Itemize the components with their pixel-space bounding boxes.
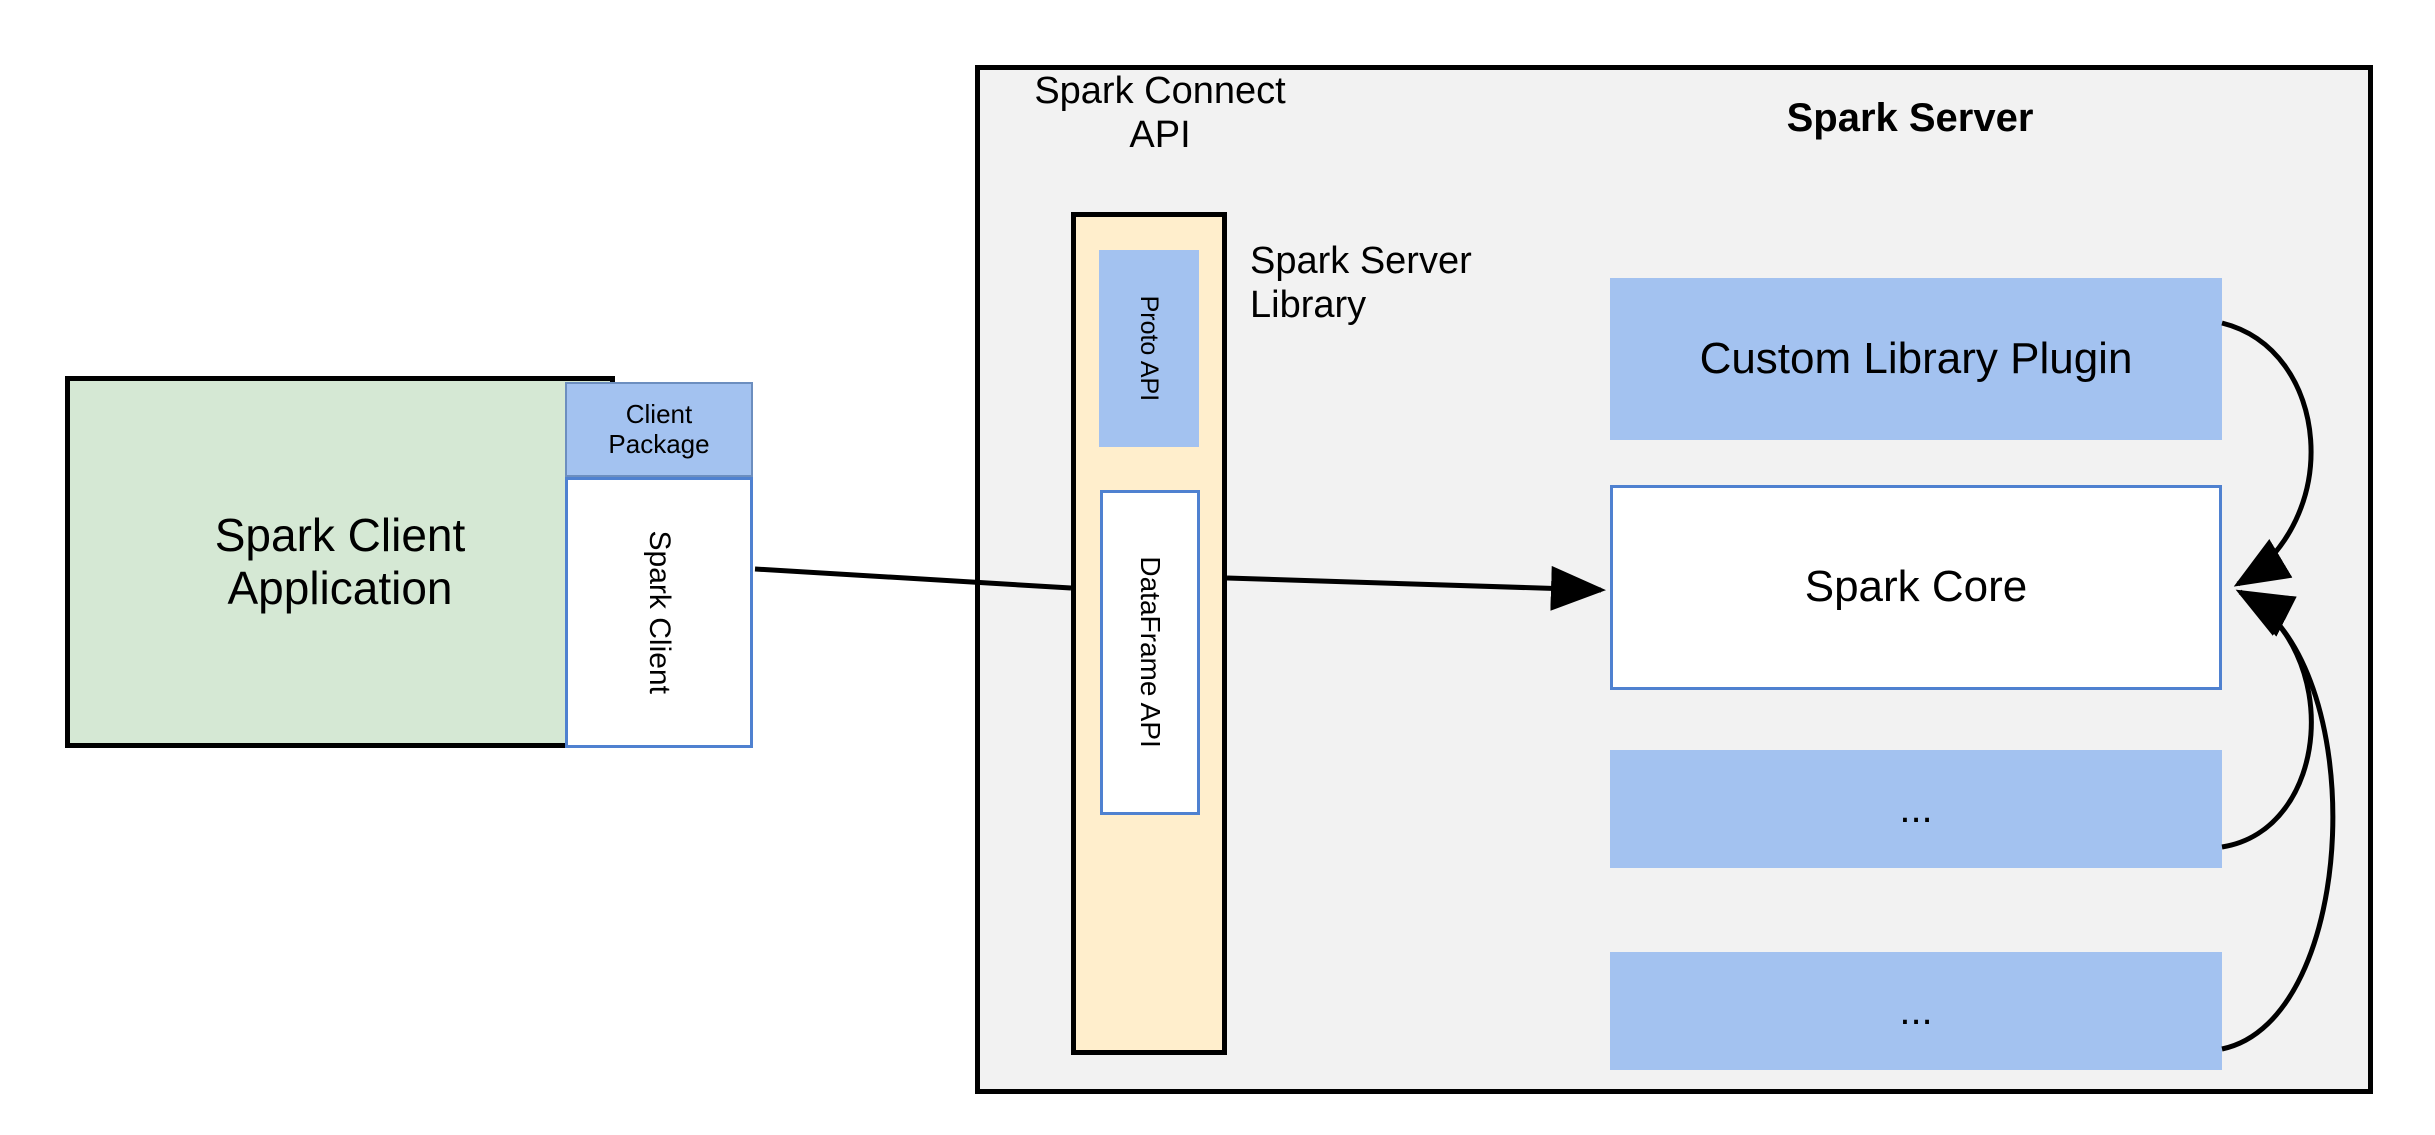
ellipsis-label-1: ... [1899,787,1933,831]
ellipsis-box-1: ... [1610,750,2222,868]
dataframe-api-box: DataFrame API [1100,490,1200,815]
spark-connect-api-text: Spark Connect API [1034,70,1286,156]
client-package-box: Client Package [565,382,753,477]
spark-client-label: Spark Client [643,530,677,695]
spark-client-application-label: Spark Client Application [214,509,466,614]
ellipsis-box-2: ... [1610,952,2222,1070]
proto-api-box: Proto API [1099,250,1199,447]
spark-server-title: Spark Server [1690,92,2130,144]
spark-server-library-label: Spark Server Library [1250,240,1540,340]
ellipsis-label-2: ... [1899,989,1933,1033]
custom-library-plugin-box: Custom Library Plugin [1610,278,2222,440]
proto-api-label: Proto API [1135,295,1164,402]
spark-core-label: Spark Core [1804,562,2028,612]
client-package-label: Client Package [608,398,710,459]
spark-core-box: Spark Core [1610,485,2222,690]
spark-server-title-text: Spark Server [1786,96,2034,140]
dataframe-api-label: DataFrame API [1135,556,1167,749]
spark-client-box: Spark Client [565,477,753,748]
custom-library-plugin-label: Custom Library Plugin [1699,333,2133,383]
spark-client-application-box: Spark Client Application [65,376,615,748]
spark-server-library-text: Spark Server Library [1250,240,1472,326]
spark-connect-api-label: Spark Connect API [1000,70,1320,160]
